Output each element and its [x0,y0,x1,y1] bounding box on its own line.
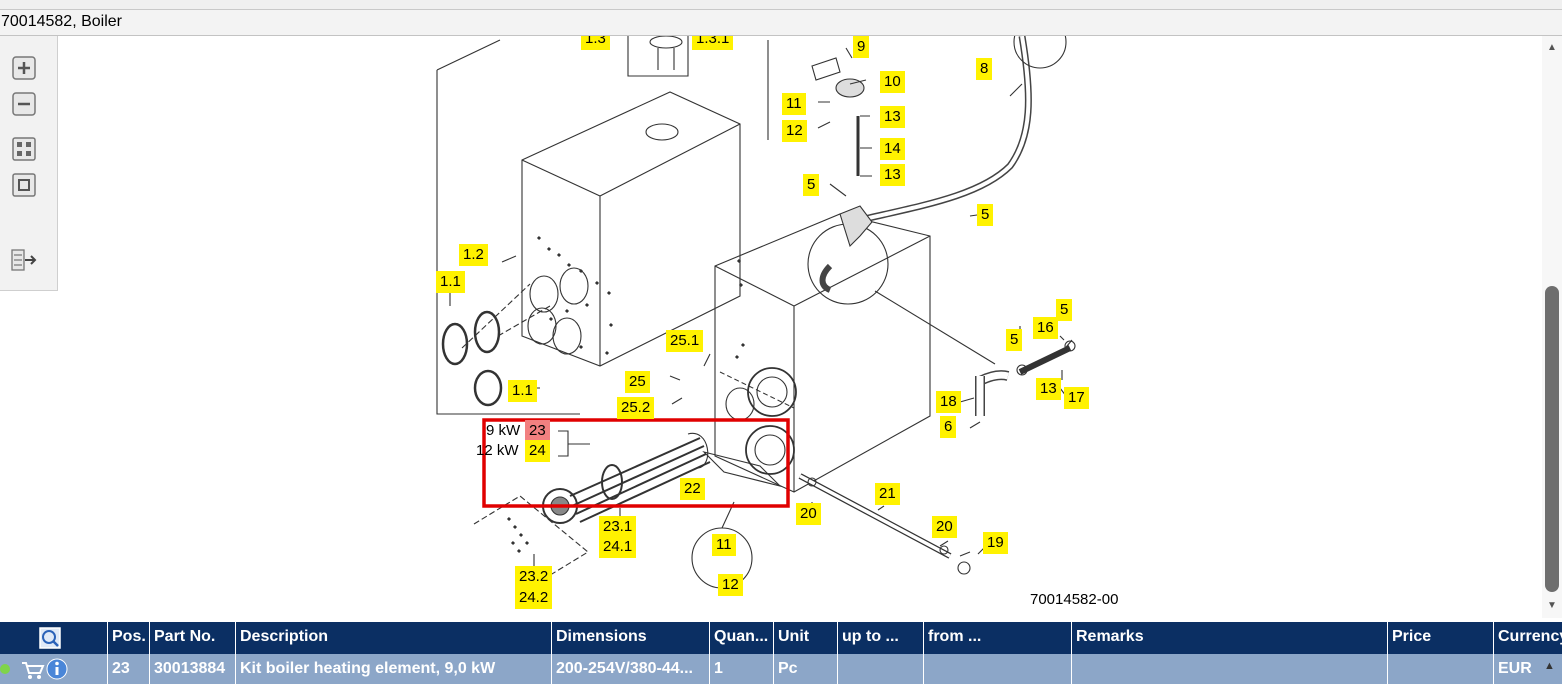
callout-1-3-1[interactable]: 1.3.1 [692,36,734,50]
power-label-9kw: 9 kW [486,422,521,439]
column-header-price[interactable]: Price [1388,622,1494,654]
column-header-currency[interactable]: Currency [1498,628,1562,645]
boiler-line-art [436,36,1076,589]
cart-icon [22,662,45,679]
window-title: 70014582, Boiler [1,13,122,30]
info-icon [46,658,68,680]
parts-table: Pos. Part No. Description Dimensions Qua… [0,622,1562,684]
top-toolbar-strip [0,0,1562,10]
cell-pos: 23 [108,654,150,684]
cell-dimensions: 200-254V/380-44... [552,654,710,684]
column-header-description[interactable]: Description [236,622,552,654]
vertical-scrollbar[interactable]: ▲ ▼ [1542,36,1562,618]
callout-6[interactable]: 6 [940,416,957,438]
zoom-in-icon[interactable] [10,54,38,82]
callout-1-3[interactable]: 1.3 [581,36,610,50]
cell-part-no: 30013884 [150,654,236,684]
column-header-from[interactable]: from ... [924,622,1072,654]
callout-20-b[interactable]: 20 [932,516,957,538]
callout-5-d[interactable]: 5 [1006,329,1023,351]
callout-25-2[interactable]: 25.2 [617,397,655,419]
export-icon[interactable] [10,246,38,274]
actual-size-icon[interactable] [10,171,38,199]
callout-25-1[interactable]: 25.1 [666,330,704,352]
callout-18[interactable]: 18 [936,391,961,413]
cell-unit: Pc [774,654,838,684]
cell-quantity: 1 [710,654,774,684]
callout-24-1[interactable]: 24.1 [599,536,637,558]
exploded-parts-drawing[interactable]: 1.3 1.3.1 9 10 11 12 13 14 13 8 5 5 1.2 … [60,36,1542,618]
column-header-up-to[interactable]: up to ... [838,622,924,654]
callout-11-b[interactable]: 11 [712,534,736,556]
column-header-unit[interactable]: Unit [774,622,838,654]
title-bar: 70014582, Boiler [0,10,1562,36]
callout-20[interactable]: 20 [796,503,821,525]
callout-5-b[interactable]: 5 [977,204,994,226]
cell-price [1388,654,1494,684]
callout-12[interactable]: 12 [782,120,807,142]
scroll-down-arrow-icon[interactable]: ▼ [1547,600,1557,611]
callout-24-2[interactable]: 24.2 [515,587,553,609]
callout-24[interactable]: 24 [525,440,550,462]
drawing-number: 70014582-00 [1030,591,1119,608]
zoom-out-icon[interactable] [10,90,38,118]
cell-description: Kit boiler heating element, 9,0 kW [236,654,552,684]
callout-17[interactable]: 17 [1064,387,1089,409]
callout-9[interactable]: 9 [853,36,870,58]
callout-21[interactable]: 21 [875,483,900,505]
selection-box [482,418,790,508]
fit-page-icon[interactable] [10,135,38,163]
callout-12-b[interactable]: 12 [718,574,743,596]
table-row[interactable]: 23 30013884 Kit boiler heating element, … [0,654,1562,684]
callout-10[interactable]: 10 [880,71,905,93]
power-label-12kw: 12 kW [476,442,519,459]
callout-8[interactable]: 8 [976,58,993,80]
row-actions [0,654,108,684]
callout-1-1[interactable]: 1.1 [436,271,465,293]
callout-19[interactable]: 19 [983,532,1008,554]
column-header-icon[interactable] [0,622,108,654]
cell-remarks [1072,654,1388,684]
viewer-tools-panel [0,36,58,291]
scrollbar-thumb[interactable] [1545,286,1559,592]
callout-13-c[interactable]: 13 [1036,378,1061,400]
column-header-quantity[interactable]: Quan... [710,622,774,654]
callout-23[interactable]: 23 [525,420,550,442]
cell-currency: EUR [1498,660,1532,677]
status-dot-icon [0,664,10,674]
callout-5-c[interactable]: 5 [1056,299,1073,321]
cell-up-to [838,654,924,684]
callout-13[interactable]: 13 [880,106,905,128]
column-header-part-no[interactable]: Part No. [150,622,236,654]
table-header: Pos. Part No. Description Dimensions Qua… [0,622,1562,654]
table-scroll-up-arrow-icon[interactable]: ▲ [1544,660,1555,672]
scroll-up-arrow-icon[interactable]: ▲ [1547,42,1557,53]
column-header-pos[interactable]: Pos. [108,622,150,654]
callout-1-1-b[interactable]: 1.1 [508,380,537,402]
callout-16[interactable]: 16 [1033,317,1058,339]
column-header-remarks[interactable]: Remarks [1072,622,1388,654]
column-header-dimensions[interactable]: Dimensions [552,622,710,654]
callout-5[interactable]: 5 [803,174,820,196]
cell-from [924,654,1072,684]
callout-11[interactable]: 11 [782,93,806,115]
callout-22[interactable]: 22 [680,478,705,500]
callout-23-1[interactable]: 23.1 [599,516,637,538]
callout-23-2[interactable]: 23.2 [515,566,553,588]
callout-1-2[interactable]: 1.2 [459,244,488,266]
callout-14[interactable]: 14 [880,138,905,160]
callout-13-b[interactable]: 13 [880,164,905,186]
preview-icon [39,627,61,649]
callout-25[interactable]: 25 [625,371,650,393]
